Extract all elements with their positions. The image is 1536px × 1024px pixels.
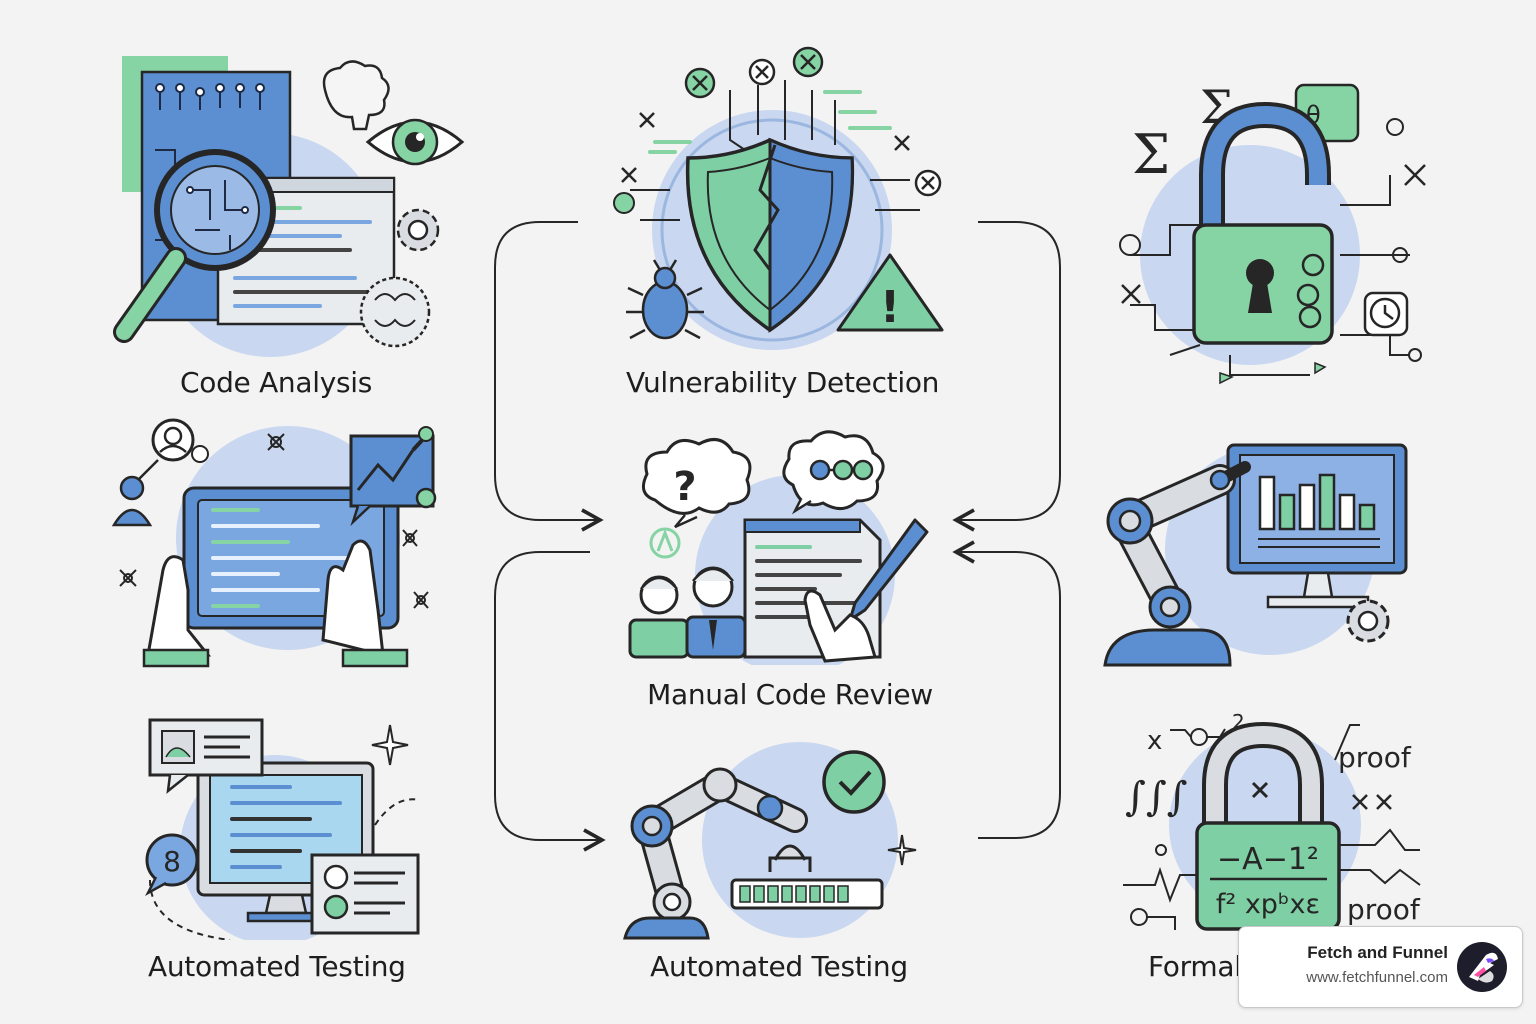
arrow-bottom-right <box>952 540 1061 839</box>
sigma-icon: Σ <box>1132 123 1170 186</box>
automated-testing-robot-illustration <box>623 742 917 940</box>
brand-name: Fetch and Funnel <box>1307 943 1448 962</box>
label-vulnerability-detection: Vulnerability Detection <box>626 366 940 399</box>
label-automated-testing-left: Automated Testing <box>148 950 406 983</box>
label-manual-code-review: Manual Code Review <box>647 678 933 711</box>
arrow-top-right <box>952 221 1061 532</box>
arrow-bottom-left <box>494 551 606 852</box>
vulnerability-detection-illustration: ! <box>613 46 944 350</box>
manual-code-review-illustration: ? <box>628 430 929 665</box>
digit-8-bubble: 8 <box>163 845 181 878</box>
label-code-analysis: Code Analysis <box>180 366 373 399</box>
proof-text-bottom: proof <box>1347 893 1421 926</box>
arrow-top-left <box>494 221 604 532</box>
question-icon: ? <box>673 464 696 510</box>
lock-math-illustration: Σ Σ + θ <box>1119 80 1426 385</box>
brand-url: www.fetchfunnel.com <box>1306 969 1448 986</box>
automated-testing-monitor-illustration: 8 <box>145 718 421 940</box>
fetch-funnel-logo-icon <box>1457 942 1507 992</box>
integral-symbols: ∫∫∫ <box>1125 774 1188 820</box>
robot-monitor-illustration <box>1103 443 1408 667</box>
x-circle-icons <box>613 46 942 214</box>
label-formal-partial: Formal <box>1148 950 1242 983</box>
proof-text-top: proof <box>1338 741 1412 774</box>
formula-line-2: f² xpᵇxε <box>1216 889 1320 920</box>
label-automated-testing-center: Automated Testing <box>650 950 908 983</box>
formula-line-1: −A−1² <box>1217 842 1319 877</box>
formal-verification-illustration: x 2 ∫∫∫ proof proof −A−1² f² xpᵇxε <box>1123 710 1421 931</box>
x-variable: x <box>1147 726 1162 756</box>
brand-badge[interactable]: Fetch and Funnel www.fetchfunnel.com <box>1238 926 1523 1008</box>
code-analysis-illustration <box>113 56 465 357</box>
warning-icon: ! <box>880 282 900 333</box>
automated-testing-tablet-illustration <box>111 418 437 668</box>
